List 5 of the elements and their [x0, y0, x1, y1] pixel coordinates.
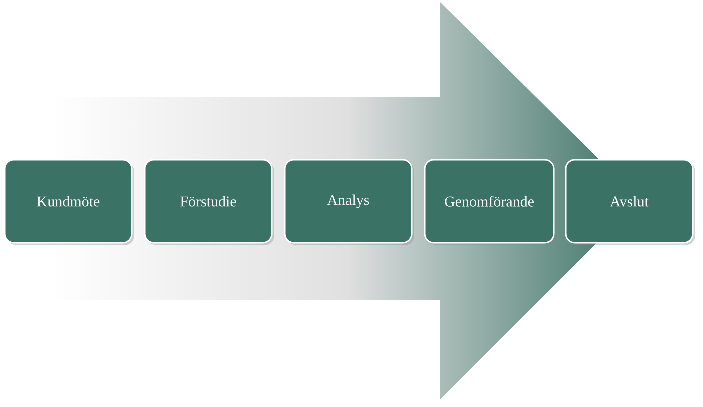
process-box: Avslut: [565, 159, 696, 246]
process-box: Kundmöte: [4, 159, 134, 246]
process-box: Analys: [284, 159, 414, 246]
process-box: Genomförande: [424, 159, 556, 246]
process-box: Förstudie: [144, 159, 274, 246]
